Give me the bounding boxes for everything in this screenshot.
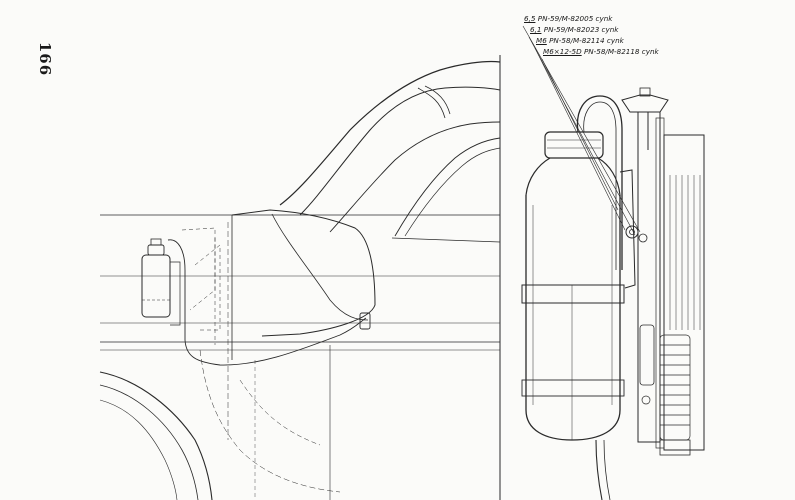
page-number: 166 <box>36 41 55 77</box>
callout-3: M6 PN-58/M-82114 cynk <box>536 37 624 44</box>
callout-4-text: PN-58/M-82118 cynk <box>583 47 659 56</box>
callout-1: 6,5 PN-59/M-82005 cynk <box>524 15 612 22</box>
callout-3-ref: M6 <box>536 36 547 45</box>
small-reservoir <box>141 238 181 326</box>
callout-3-text: PN-58/M-82114 cynk <box>549 36 624 45</box>
callout-1-text: PN-59/M-82005 cynk <box>537 14 613 23</box>
car-side-view <box>99 60 501 500</box>
callout-2-text: PN-59/M-82023 cynk <box>543 25 619 34</box>
reservoir-detail-view <box>521 25 705 500</box>
callout-4: M6×12-5D PN-58/M-82118 cynk <box>543 48 659 55</box>
callout-4-ref: M6×12-5D <box>543 47 582 56</box>
callout-1-ref: 6,5 <box>524 14 536 23</box>
callout-2-ref: 6,1 <box>530 25 542 34</box>
callout-2: 6,1 PN-59/M-82023 cynk <box>530 26 618 33</box>
